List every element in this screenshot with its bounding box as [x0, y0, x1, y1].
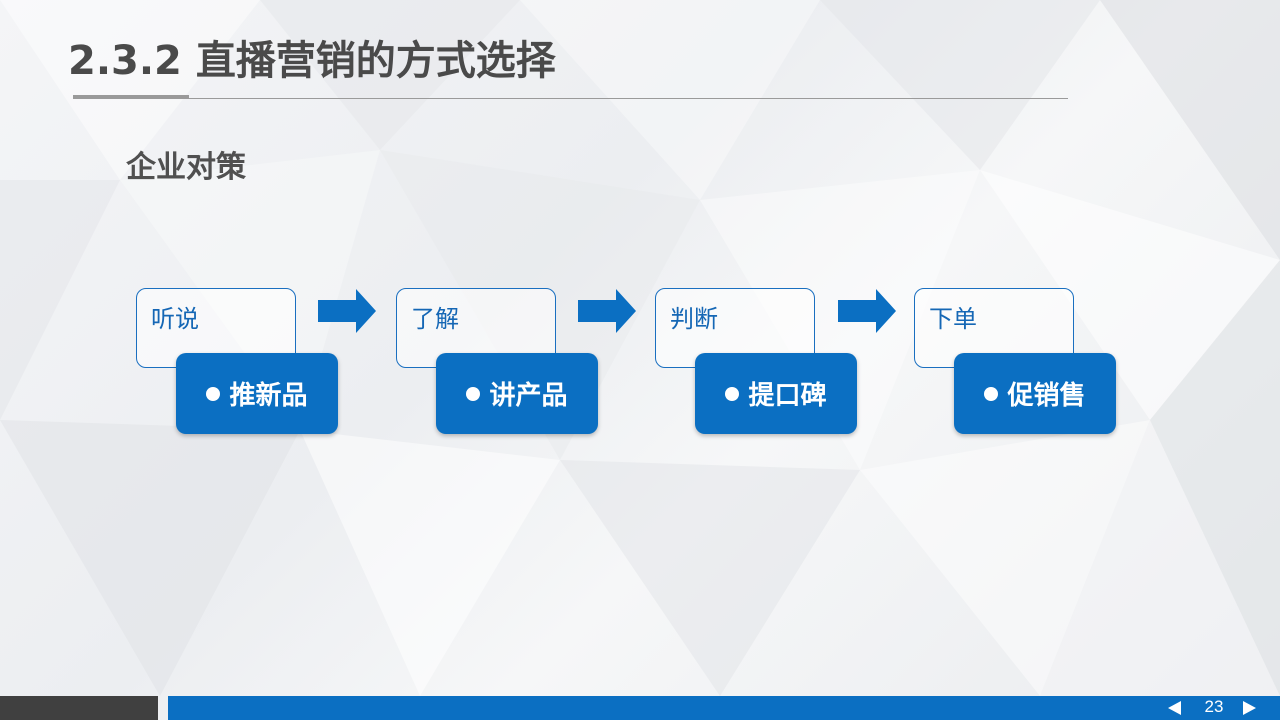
bullet-dot-icon — [206, 386, 221, 401]
step-bottom-box: 提口碑 — [695, 353, 857, 434]
process-step: 下单 促销售 — [914, 288, 1174, 436]
title-underline-accent — [73, 95, 189, 99]
bullet-dot-icon — [466, 386, 481, 401]
right-arrow-icon — [578, 289, 636, 333]
step-top-label: 下单 — [929, 305, 977, 333]
step-bottom-box: 促销售 — [954, 353, 1116, 434]
title-divider — [73, 98, 1068, 99]
process-step: 判断 提口碑 — [655, 288, 915, 436]
step-top-label: 了解 — [411, 305, 459, 333]
step-bottom-box: 讲产品 — [436, 353, 598, 434]
page-title: 2.3.2 直播营销的方式选择 — [68, 38, 556, 84]
triangle-right-icon[interactable] — [1242, 699, 1258, 717]
process-step: 了解 讲产品 — [396, 288, 656, 436]
bullet-dot-icon — [725, 386, 740, 401]
bullet-dot-icon — [984, 386, 999, 401]
step-bottom-label: 推新品 — [229, 381, 308, 411]
footer-dark-block — [0, 696, 158, 720]
right-arrow-icon — [838, 289, 896, 333]
step-top-label: 判断 — [670, 305, 718, 333]
footer-bar — [168, 696, 1280, 720]
step-bottom-label: 促销售 — [1007, 381, 1086, 411]
page-number: 23 — [1204, 697, 1224, 716]
step-top-label: 听说 — [151, 305, 199, 333]
right-arrow-icon — [318, 289, 376, 333]
section-subtitle: 企业对策 — [126, 150, 246, 185]
step-bottom-box: 推新品 — [176, 353, 338, 434]
step-bottom-label: 提口碑 — [748, 381, 827, 411]
process-step: 听说 推新品 — [136, 288, 396, 436]
triangle-left-icon[interactable] — [1166, 699, 1182, 717]
step-bottom-label: 讲产品 — [489, 381, 568, 411]
